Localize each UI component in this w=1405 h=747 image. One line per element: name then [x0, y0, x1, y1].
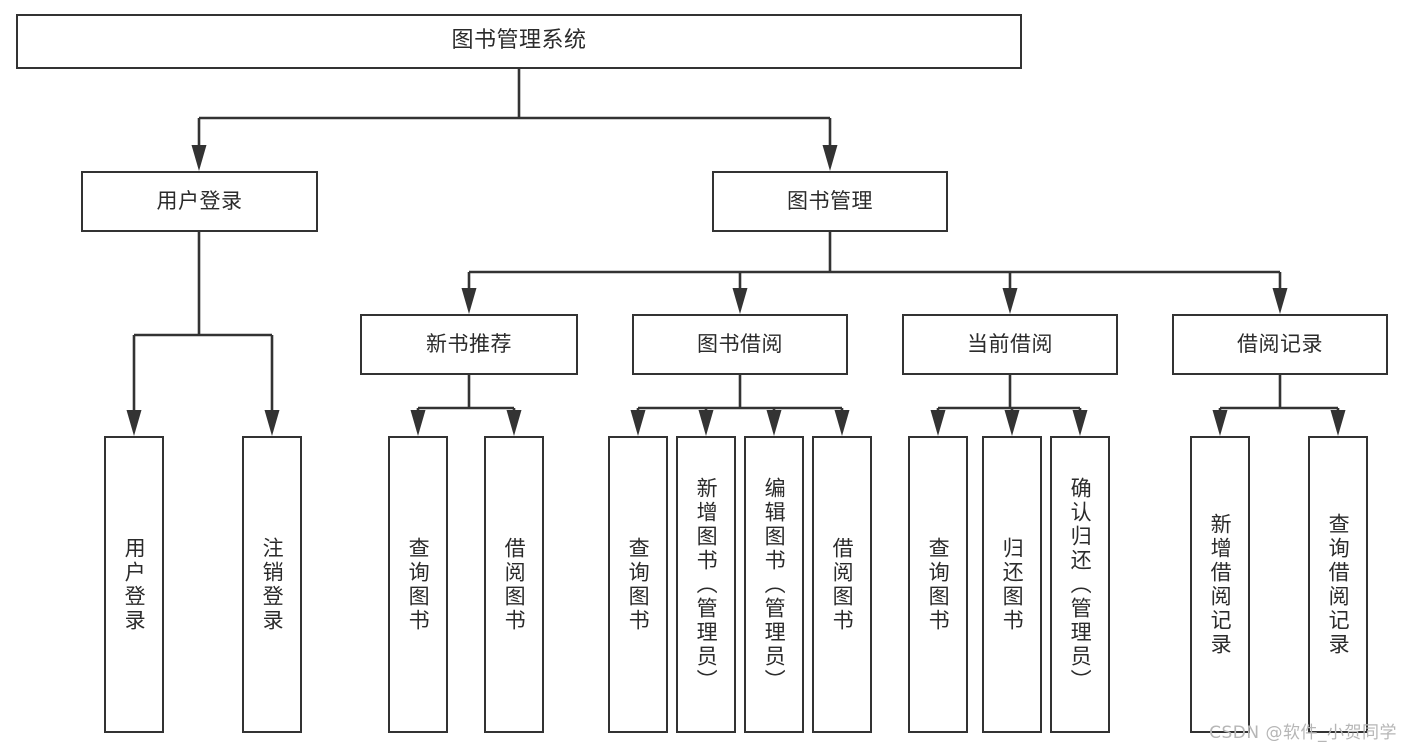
node-root-book-management-system[interactable]: 图书管理系统 — [16, 14, 1022, 69]
watermark-text: CSDN @软件_小贺同学 — [1209, 723, 1397, 743]
node-label: 图书借阅 — [697, 331, 783, 356]
node-label: 新书推荐 — [426, 331, 512, 356]
node-label: 确认归还（管理员） — [1068, 476, 1093, 693]
node-leaf-add-book-admin[interactable]: 新增图书（管理员） — [676, 436, 736, 733]
node-leaf-add-borrow-record[interactable]: 新增借阅记录 — [1190, 436, 1250, 733]
node-label: 借阅记录 — [1237, 331, 1323, 356]
node-label: 当前借阅 — [967, 331, 1053, 356]
node-label: 借阅图书 — [502, 536, 527, 633]
node-leaf-query-book-borrow[interactable]: 查询图书 — [608, 436, 668, 733]
node-label: 新增图书（管理员） — [694, 476, 719, 693]
node-label: 查询图书 — [626, 536, 651, 633]
node-label: 查询图书 — [926, 536, 951, 633]
node-label: 图书管理系统 — [451, 28, 587, 54]
node-label: 借阅图书 — [830, 536, 855, 633]
node-label: 用户登录 — [122, 536, 147, 633]
node-label: 用户登录 — [156, 188, 243, 213]
node-leaf-user-login[interactable]: 用户登录 — [104, 436, 164, 733]
node-leaf-borrow-book[interactable]: 借阅图书 — [812, 436, 872, 733]
node-leaf-query-book-recommend[interactable]: 查询图书 — [388, 436, 448, 733]
node-label: 查询借阅记录 — [1326, 512, 1351, 657]
node-leaf-user-logout[interactable]: 注销登录 — [242, 436, 302, 733]
node-leaf-confirm-return-admin[interactable]: 确认归还（管理员） — [1050, 436, 1110, 733]
node-leaf-return-book[interactable]: 归还图书 — [982, 436, 1042, 733]
node-leaf-query-book-current[interactable]: 查询图书 — [908, 436, 968, 733]
node-label: 图书管理 — [787, 188, 873, 213]
node-label: 新增借阅记录 — [1208, 512, 1233, 657]
node-label: 注销登录 — [260, 536, 285, 633]
node-leaf-edit-book-admin[interactable]: 编辑图书（管理员） — [744, 436, 804, 733]
node-label: 编辑图书（管理员） — [762, 476, 787, 693]
node-leaf-borrow-book-recommend[interactable]: 借阅图书 — [484, 436, 544, 733]
node-book-management[interactable]: 图书管理 — [712, 171, 948, 232]
node-borrow-record[interactable]: 借阅记录 — [1172, 314, 1388, 375]
node-label: 归还图书 — [1000, 536, 1025, 633]
node-current-borrow[interactable]: 当前借阅 — [902, 314, 1118, 375]
node-label: 查询图书 — [406, 536, 431, 633]
node-user-login[interactable]: 用户登录 — [81, 171, 318, 232]
node-leaf-query-borrow-record[interactable]: 查询借阅记录 — [1308, 436, 1368, 733]
node-book-borrow[interactable]: 图书借阅 — [632, 314, 848, 375]
node-new-book-recommend[interactable]: 新书推荐 — [360, 314, 578, 375]
